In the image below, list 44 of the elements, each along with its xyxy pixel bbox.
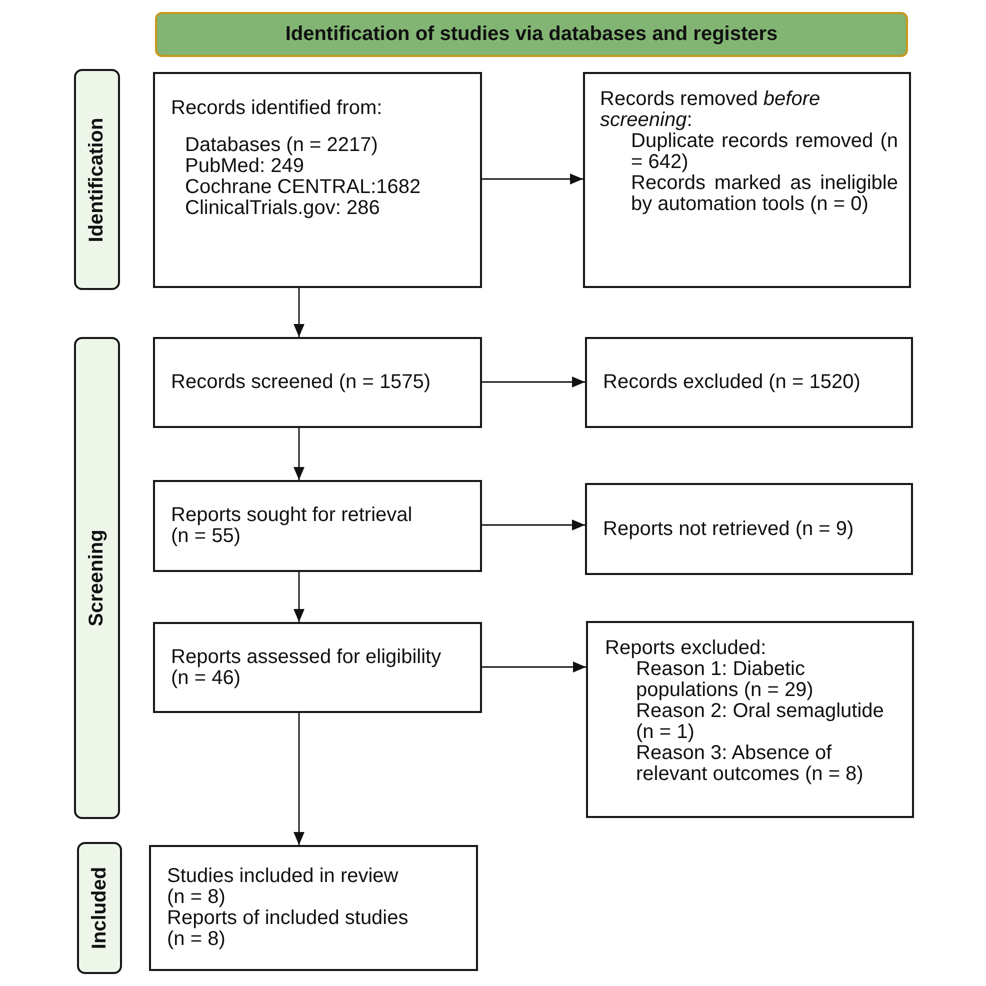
arrow — [482, 376, 585, 388]
list-item: ClinicalTrials.gov: 286 — [185, 198, 380, 219]
box-heading: Records identified from: — [171, 98, 382, 119]
phase-band — [77, 842, 122, 974]
process-box — [153, 337, 482, 428]
list-item: Reason 3: Absence of relevant outcomes (n = 8) — [636, 743, 864, 785]
list-item: Duplicate records removed (n = 642) — [631, 131, 898, 173]
list-item: Cochrane CENTRAL:1682 — [185, 177, 421, 198]
list-item: Records marked as ineligible by automation tools (n = 0) — [631, 173, 898, 215]
list-item: Reason 2: Oral semaglutide (n = 1) — [636, 701, 885, 743]
list-item: Databases (n = 2217) — [185, 135, 378, 156]
arrow — [482, 520, 585, 530]
process-box — [153, 622, 482, 713]
header-banner — [155, 12, 908, 57]
phase-label: Included — [89, 866, 110, 950]
banner-title: Identification of studies via databases and registers — [285, 24, 778, 45]
arrow — [294, 288, 304, 337]
list-item: Reason 1: Diabetic populations (n = 29) — [636, 659, 814, 701]
list-item: PubMed: 249 — [185, 156, 304, 177]
phase-band — [74, 337, 120, 819]
arrow — [482, 662, 586, 672]
arrow — [294, 572, 304, 622]
box-text: Reports not retrieved (n = 9) — [603, 518, 854, 540]
process-box — [153, 72, 482, 288]
box-text: Reports sought for retrieval (n = 55) — [171, 505, 414, 547]
arrow — [294, 428, 304, 480]
box-text: Records excluded (n = 1520) — [603, 372, 860, 393]
arrow — [294, 713, 304, 845]
box-heading: Reports excluded: — [605, 638, 766, 659]
box-text: Reports of included studies (n = 8) — [167, 908, 410, 950]
box-text: Reports assessed for eligibility (n = 46) — [171, 646, 442, 688]
box-text: Studies included in review (n = 8) — [167, 866, 400, 908]
process-box — [583, 72, 911, 288]
phase-label: Screening — [86, 530, 108, 626]
process-box — [585, 337, 913, 428]
process-box — [149, 845, 478, 971]
arrow — [482, 174, 583, 184]
process-box — [153, 480, 482, 572]
box-text: Records screened (n = 1575) — [171, 372, 431, 393]
phase-label: Identification — [86, 117, 108, 242]
box-heading: Records removed before screening: — [600, 89, 822, 131]
phase-band — [74, 69, 120, 290]
process-box — [586, 621, 914, 818]
process-box — [585, 483, 913, 575]
